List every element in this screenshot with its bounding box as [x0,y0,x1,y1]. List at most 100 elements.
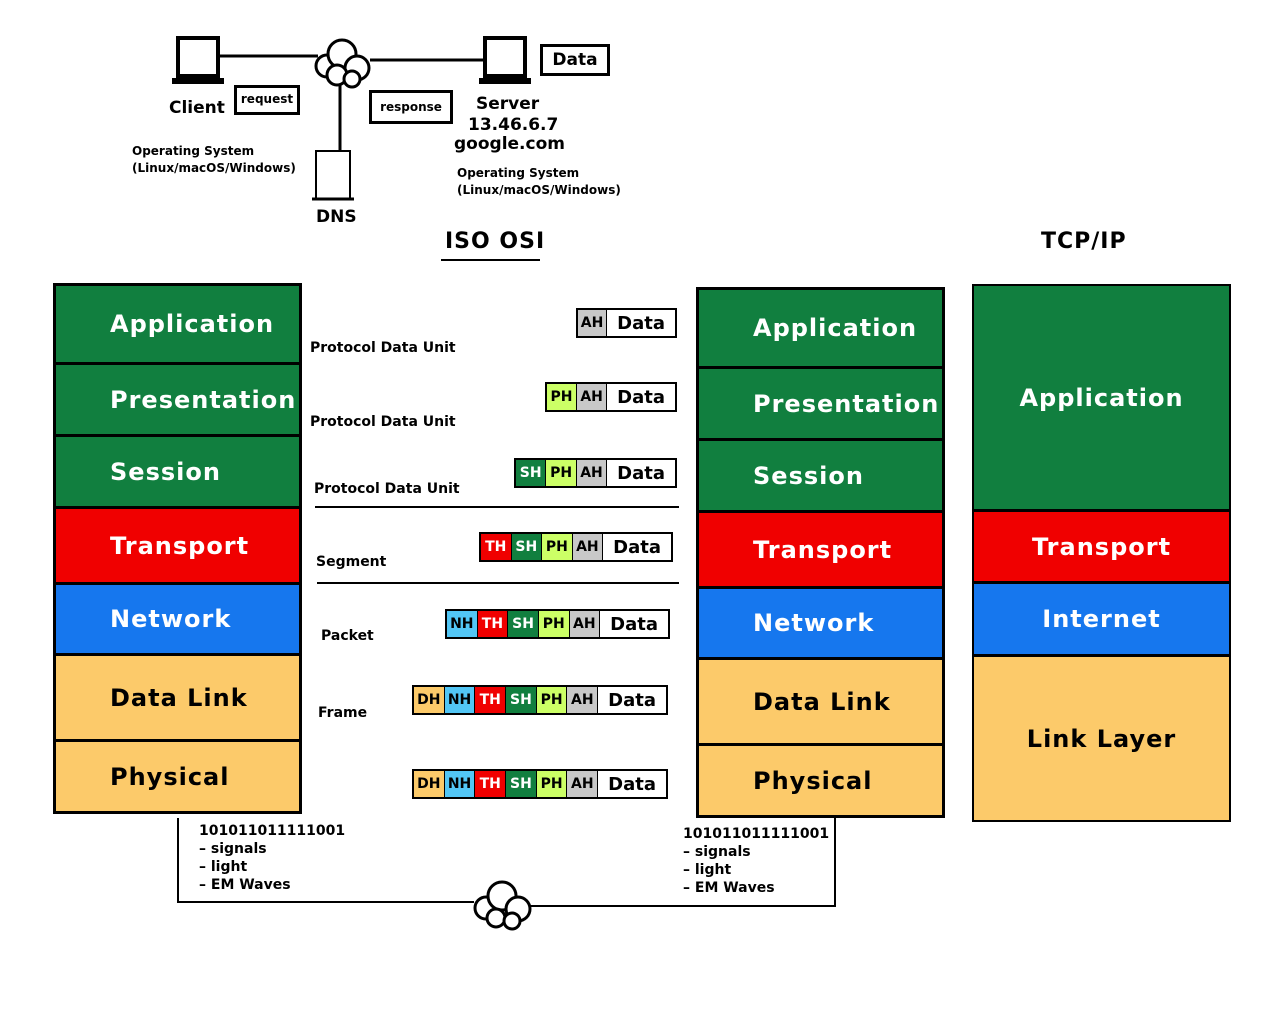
request-box: request [234,85,300,115]
dns-server-icon [312,150,354,201]
osi-left-layer-label: Presentation [110,385,297,414]
client-os: Operating System (Linux/macOS/Windows) [132,143,296,177]
osi-left-layer-transport: Transport [56,509,299,585]
physical-notes-left: 101011011111001 – signals – light – EM Wave… [199,822,345,894]
osi-left-layer-label: Network [110,605,232,633]
tcpip-layer-internet: Internet [974,584,1229,657]
osi-left-layer-label: Session [110,457,221,486]
tcpip-title: TCP/IP [1041,229,1127,254]
header-sh: SH [516,460,547,486]
osi-title: ISO OSI [445,229,546,254]
physical-right-line: 101011011111001 [683,826,830,842]
osi-right-layer-label: Data Link [753,687,891,716]
physical-cloud-icon [473,880,532,931]
header-sh: SH [511,534,543,560]
internet-cloud-icon [314,38,371,89]
header-ph: PH [536,771,568,797]
header-th: TH [481,534,512,560]
tcpip-layer-transport: Transport [974,512,1229,584]
header-ph: PH [538,611,570,637]
divider-line-transport [317,582,679,584]
tcpip-layer-label: Link Layer [1026,724,1177,753]
osi-left-layer-label: Data Link [110,683,248,712]
osi-right-layer-application: Application [699,290,942,369]
osi-right-layer-network: Network [699,589,942,660]
server-os: Operating System (Linux/macOS/Windows) [457,165,621,199]
server-os-line-1: Operating System [457,166,580,180]
tcpip-layer-label: Transport [1031,532,1172,561]
osi-right-layer-label: Transport [753,535,893,564]
pdu-data: Data [610,613,658,635]
header-ah: AH [578,310,608,336]
osi-left-layer-presentation: Presentation [56,365,299,437]
osi-right-layer-physical: Physical [699,746,942,815]
server-os-line-2: (Linux/macOS/Windows) [457,183,621,197]
physical-left-line: – light [199,859,248,875]
osi-right-layer-session: Session [699,441,942,513]
header-sh: SH [506,771,537,797]
tcpip-layer-label: Application [1019,383,1184,412]
data-box: Data [540,44,610,76]
server-ip: 13.46.6.7 [468,115,559,135]
data-box-label: Data [552,50,598,70]
osi-right-layer-label: Application [753,314,918,342]
header-nh: NH [444,687,476,713]
physical-left-line: 101011011111001 [199,823,346,839]
osi-left-layer-label: Transport [110,531,250,560]
osi-left-layer-network: Network [56,585,299,656]
header-sh: SH [506,687,537,713]
physical-right-line: – EM Waves [683,880,775,896]
osi-left-layer-application: Application [56,286,299,365]
header-nh: NH [447,611,478,637]
tcpip-layer-link-layer: Link Layer [974,657,1229,820]
pdu-label-protocol-data-unit: Protocol Data Unit [310,340,456,356]
pdu-label-protocol-data-unit: Protocol Data Unit [314,481,460,497]
pdu-data: Data [608,773,656,795]
tcpip-layer-label: Internet [1042,605,1161,633]
client-computer-icon [172,36,224,84]
header-ph: PH [547,384,578,410]
tcpip-layer-application: Application [974,286,1229,512]
pdu-label-frame: Frame [318,705,368,721]
header-ph: PH [542,534,573,560]
physical-right-line: – light [683,862,732,878]
client-label: Client [169,98,225,118]
physical-left-line: – EM Waves [199,877,291,893]
header-dh: DH [414,687,445,713]
pdu-label-protocol-data-unit: Protocol Data Unit [310,414,456,430]
osi-right-layer-transport: Transport [699,513,942,589]
osi-right-layer-label: Network [753,609,875,637]
header-ah: AH [576,460,608,486]
header-dh: DH [414,771,445,797]
osi-right-layer-data-link: Data Link [699,660,942,746]
response-label: response [380,100,442,114]
header-th: TH [475,771,507,797]
pdu-protocol-data-unit-1: AH Data [576,308,677,338]
header-ah: AH [567,771,599,797]
pdu-label-packet: Packet [321,628,374,644]
pdu-data: Data [617,462,666,484]
physical-left-line: – signals [199,841,267,857]
pdu-data: Data [613,536,661,558]
osi-left-layer-physical: Physical [56,742,299,811]
header-ph: PH [536,687,568,713]
pdu-data: Data [617,386,665,408]
header-ah: AH [577,384,608,410]
pdu-data: Data [617,312,665,334]
osi-left-layer-label: Physical [110,762,230,791]
osi-right-layer-label: Session [753,461,864,490]
physical-notes-right: 101011011111001– signals– light– EM Wave… [683,825,829,897]
client-os-line-2: (Linux/macOS/Windows) [132,161,296,175]
osi-left-layer-session: Session [56,437,299,509]
osi-right-layer-label: Presentation [753,389,940,418]
pdu-label-segment: Segment [316,554,387,570]
